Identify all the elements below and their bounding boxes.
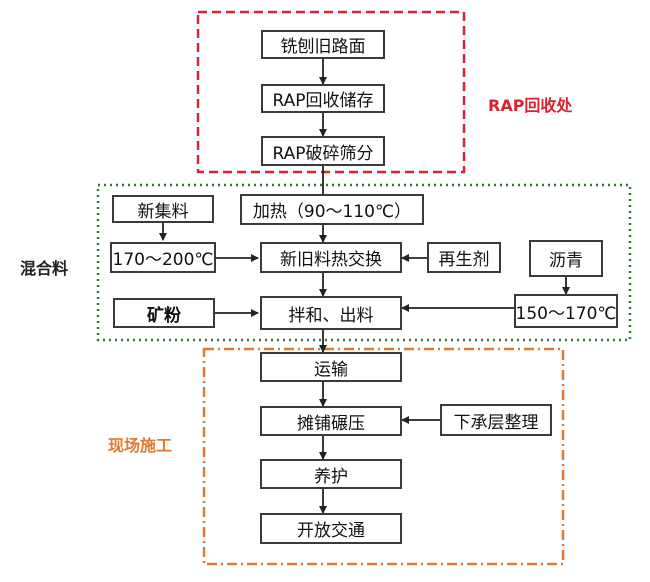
node-temp-new-aggregate: 170～200℃ [110,242,216,273]
site-region-frame [202,347,565,566]
node-asphalt: 沥青 [529,240,603,277]
node-curing: 养护 [260,459,402,489]
mix-region-label: 混合料 [20,259,69,278]
node-temp-asphalt: 150～170℃ [514,294,618,328]
node-open-traffic: 开放交通 [260,513,402,544]
node-sublayer: 下承层整理 [440,404,552,436]
rap-region-label: RAP回收处 [488,96,573,115]
site-region-label: 现场施工 [108,436,173,455]
node-milling: 铣刨旧路面 [261,30,385,59]
node-rap-recycle-store: RAP回收储存 [261,84,385,113]
node-rap-crush-screen: RAP破碎筛分 [261,136,385,166]
node-new-aggregate: 新集料 [112,195,214,223]
node-pave-compact: 摊铺碾压 [260,406,402,436]
node-heating: 加热（90～110℃） [240,194,424,225]
node-mix-discharge: 拌和、出料 [260,296,402,330]
node-transport: 运输 [260,352,402,382]
mix-region-frame [96,183,632,342]
rap-region-frame [196,10,466,174]
node-heat-exchange: 新旧料热交换 [260,242,402,273]
node-rejuvenator: 再生剂 [427,242,501,273]
node-mineral-powder: 矿粉 [113,298,215,328]
